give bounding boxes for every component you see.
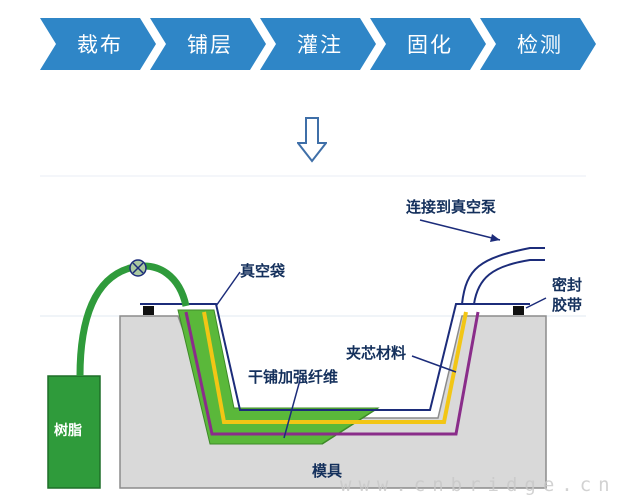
resin-container [47,375,101,489]
step-label: 固化 [407,33,453,57]
label-dry-reinforcement: 干铺加强纤维 [248,368,339,386]
sealant-tape-right [513,306,524,315]
process-steps: 裁布 铺层 灌注 固化 检测 [40,18,600,70]
leader-core [411,355,457,373]
label-sealant-tape-1: 密封 [552,276,583,294]
chevron-3 [260,18,376,70]
purple-layer-line [184,311,480,436]
chevron-5 [480,18,596,70]
step-label: 灌注 [297,33,343,57]
label-resin: 树脂 [54,423,82,439]
chevron-2 [150,18,266,70]
label-sealant-tape-2: 胶带 [552,296,583,314]
step-label: 裁布 [77,33,123,57]
chevron-4 [370,18,486,70]
vacuum-infusion-diagram [40,175,586,489]
label-core-material: 夹芯材料 [346,344,407,362]
sealant-tape-left [143,306,154,315]
step-infusion: 灌注 [270,18,370,70]
watermark: www.cnbridge.cn [340,474,617,496]
vacuum-hose [461,247,545,305]
vacuum-bag [140,303,530,411]
label-mold: 模具 [312,462,343,480]
chevron-1 [40,18,156,70]
valve-cross-b [132,262,144,274]
leader-sealant-tape [525,297,547,309]
label-vacuum-pump: 连接到真空泵 [406,198,497,216]
label-vacuum-bag: 真空袋 [240,262,286,280]
step-inspection: 检测 [490,18,590,70]
step-label: 铺层 [187,33,233,57]
core-material-line [202,311,468,424]
leader-fiber [283,379,301,439]
vacuum-hose-inner [473,259,545,305]
step-layup: 铺层 [160,18,260,70]
leader-vacuum-pump-arrowhead [490,234,500,242]
leader-vacuum-pump [419,219,501,241]
step-curing: 固化 [380,18,480,70]
down-arrow-icon [297,117,327,163]
chevron-backgrounds [40,18,596,70]
step-label: 检测 [517,33,563,57]
step-cutting: 裁布 [50,18,150,70]
resin-flow-front [321,407,379,445]
leader-vacuum-bag [215,271,241,307]
